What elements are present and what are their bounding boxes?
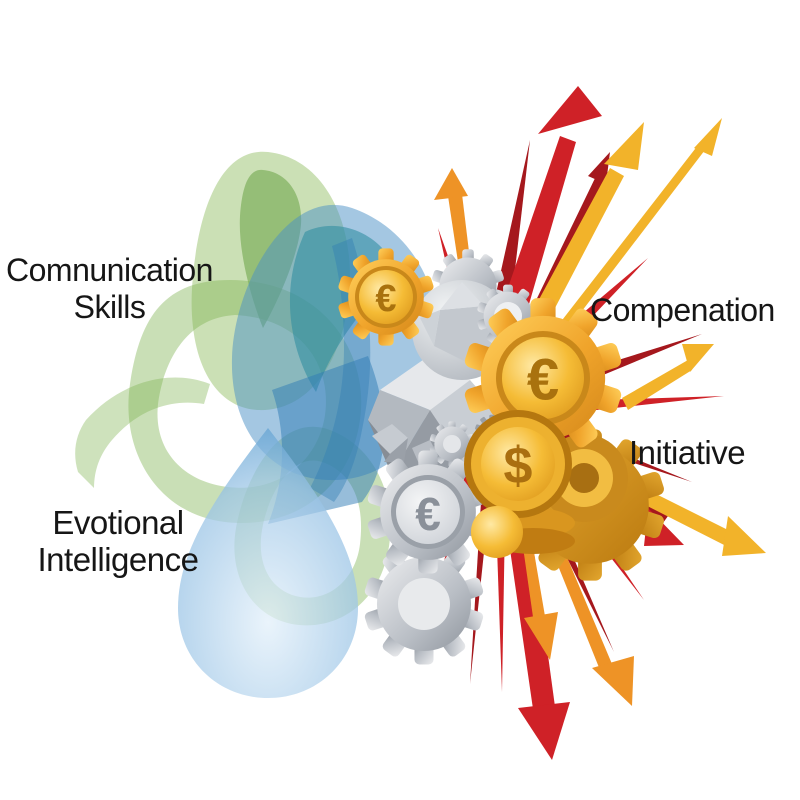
gear-with-euro-coin-silver-icon: € xyxy=(366,450,490,574)
label-initiative: Initiative xyxy=(629,434,746,471)
orange-arrow-up-small-icon xyxy=(434,168,470,262)
blue-teardrop-bottom xyxy=(178,428,358,698)
gold-arrow-up-right-small-icon xyxy=(622,344,714,410)
gold-ball-icon xyxy=(471,506,523,558)
gray-gear-tiny-icon xyxy=(429,421,475,467)
dollar-coin-icon: $ xyxy=(464,410,572,518)
silver-gear-bottom-icon xyxy=(363,543,485,665)
dollar-symbol: $ xyxy=(504,437,533,495)
euro-symbol: € xyxy=(415,488,441,540)
label-communication-line1: Comnunication xyxy=(6,252,213,288)
label-emotional-line1: Evotional xyxy=(52,504,184,541)
label-communication-skills: Comnunication Skills xyxy=(2,252,217,326)
gear-with-euro-coin-large-icon: € xyxy=(463,298,623,458)
gear-with-euro-coin-small-icon: € xyxy=(337,248,435,346)
label-communication-line2: Skills xyxy=(73,289,146,325)
label-emotional-line2: Intelligence xyxy=(37,541,199,578)
gold-arrow-up-right-long-icon xyxy=(535,118,722,362)
label-compensation: Compenation xyxy=(590,292,775,328)
gears-coins-cluster: € € € $ xyxy=(337,248,666,665)
green-crescent-left xyxy=(75,377,210,488)
label-emotional-intelligence: Evotional Intelligence xyxy=(18,504,218,578)
euro-symbol: € xyxy=(375,278,396,320)
euro-symbol: € xyxy=(527,348,559,413)
